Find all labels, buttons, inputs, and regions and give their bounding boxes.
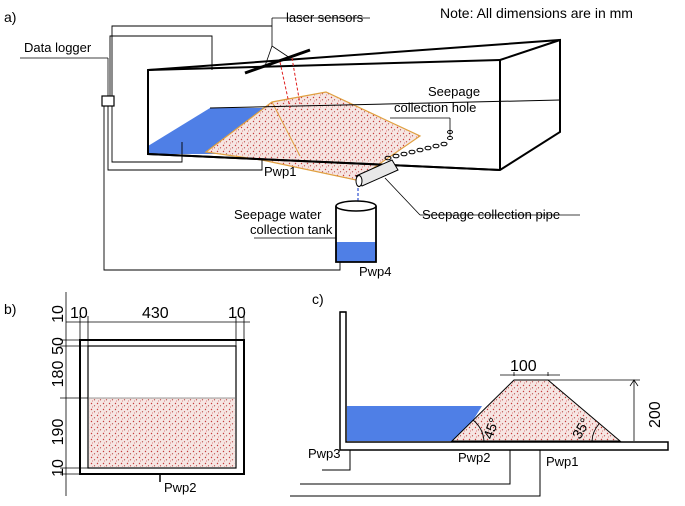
panel-a-tag: a) [4,9,16,25]
seepage-holes [384,129,453,161]
dim-height-label: 200 [647,401,664,428]
dim-vertical [60,292,88,496]
pipe-label: Seepage collection pipe [422,207,560,222]
cross-section-soil [89,398,235,467]
logger-cables [103,25,341,271]
laser-beam-1 [279,61,291,109]
dim-v-10b: 10 [50,459,67,477]
dimension-note: Note: All dimensions are in mm [440,5,633,21]
reservoir-water [347,406,482,441]
pwp2-label-b: Pwp2 [164,480,197,495]
dim-430: 430 [142,305,169,322]
panel-b-tag: b) [4,301,16,317]
tank-label-1: Seepage water [234,207,322,222]
dim-left-10: 10 [70,305,88,322]
pwp3-label: Pwp3 [308,446,341,461]
panel-b: b) Pwp2 10 430 10 10 50 180 [4,292,250,496]
angle-45-arc [472,419,485,442]
laser-sensors-label: laser sensors [286,10,364,25]
dim-v-50: 50 [50,337,67,355]
pwp1-label-a: Pwp1 [264,164,297,179]
panel-c: c) 45° 35° 100 200 [290,291,669,497]
laser-beam-2 [291,57,301,105]
data-logger-label: Data logger [24,40,92,55]
data-logger-box [101,95,115,107]
tank-water [336,242,376,262]
pipe-leader [384,177,421,216]
cross-section-inner [87,345,237,469]
panel-a: a) laser sensors [4,9,580,279]
dim-v-10a: 10 [50,305,67,323]
panel-c-cables [290,450,541,497]
collection-tank [335,206,377,263]
dim-height [548,379,640,441]
dim-horizontal [66,316,250,346]
panel-c-tag: c) [312,291,324,307]
laser-leader-1 [264,45,273,67]
dim-crest [500,372,560,376]
seepage-hole-label-2: collection hole [394,100,476,115]
laser-leader-2 [271,45,291,59]
pwp1-label-c: Pwp1 [546,454,579,469]
angle-45-label: 45° [480,416,502,441]
laser-sensor-bar [244,48,311,75]
angle-35-arc [591,423,600,442]
pwp2-label-c: Pwp2 [458,450,491,465]
dim-crest-label: 100 [510,358,537,375]
dim-v-180: 180 [50,361,67,388]
pwp4-label: Pwp4 [359,264,392,279]
tank-label-2: collection tank [250,222,333,237]
seepage-hole-label-1: Seepage [428,84,480,99]
cross-section-box [79,339,245,475]
dim-right-10: 10 [228,305,246,322]
embankment-edge [271,101,301,157]
dim-v-190: 190 [50,419,67,446]
flume-box [147,38,561,172]
